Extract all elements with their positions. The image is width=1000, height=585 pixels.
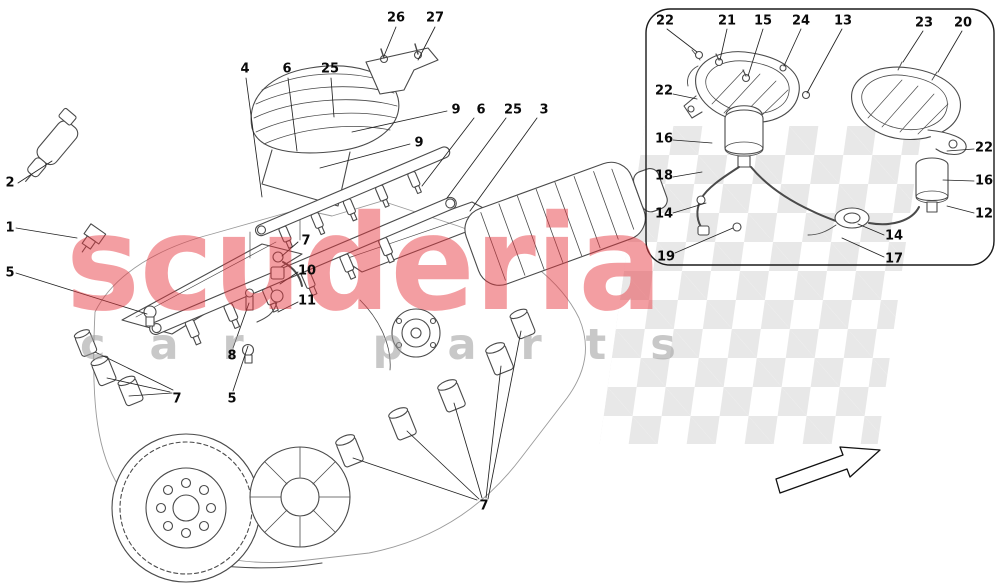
callout-6-4: 6 — [282, 61, 292, 77]
callout-14-35: 14 — [884, 228, 904, 244]
fuel-lines — [696, 166, 920, 236]
callout-1-1: 1 — [5, 220, 15, 236]
engine-sensors — [143, 288, 255, 364]
rubber-boots — [73, 308, 536, 468]
callout-27-7: 27 — [425, 10, 445, 26]
callout-22-27: 22 — [654, 83, 674, 99]
callout-16-33: 16 — [974, 173, 994, 189]
leader-lines — [15, 26, 975, 501]
callout-11-15: 11 — [297, 293, 317, 309]
callout-21-21: 21 — [717, 13, 737, 29]
callout-7-18: 7 — [172, 391, 182, 407]
heat-shield-left — [683, 49, 800, 124]
callout-14-30: 14 — [654, 206, 674, 222]
callout-23-25: 23 — [914, 15, 934, 31]
mounting-bracket — [365, 43, 439, 95]
clutch-housing — [249, 446, 351, 548]
ignition-coil — [25, 107, 79, 182]
callout-24-23: 24 — [791, 13, 811, 29]
fuel-rail-lower — [149, 196, 457, 346]
callout-25-10: 25 — [503, 102, 523, 118]
callout-16-28: 16 — [654, 131, 674, 147]
callout-25-5: 25 — [320, 61, 340, 77]
callout-6-9: 6 — [476, 102, 486, 118]
fuel-pump — [714, 53, 811, 168]
pressure-regulator — [807, 157, 949, 236]
callout-22-20: 22 — [655, 13, 675, 29]
callout-2-0: 2 — [5, 175, 15, 191]
callout-7-13: 7 — [301, 233, 311, 249]
inset-panel — [645, 8, 995, 266]
callout-18-29: 18 — [654, 168, 674, 184]
callout-13-24: 13 — [833, 13, 853, 29]
flywheel — [111, 433, 261, 583]
callout-3-11: 3 — [539, 102, 549, 118]
callout-4-3: 4 — [240, 61, 250, 77]
spark-plug — [81, 223, 107, 253]
callout-5-17: 5 — [227, 391, 237, 407]
callout-10-14: 10 — [297, 263, 317, 279]
callout-26-6: 26 — [386, 10, 406, 26]
callout-15-22: 15 — [753, 13, 773, 29]
callout-19-31: 19 — [656, 249, 676, 265]
gearbox — [464, 161, 668, 286]
direction-arrow — [775, 446, 881, 494]
heat-shield-right — [851, 61, 967, 156]
callout-9-8: 9 — [451, 102, 461, 118]
throttle-body — [391, 308, 441, 358]
callout-8-16: 8 — [227, 348, 237, 364]
callout-22-32: 22 — [974, 140, 994, 156]
callout-5-2: 5 — [5, 265, 15, 281]
callout-9-12: 9 — [414, 135, 424, 151]
callout-20-26: 20 — [953, 15, 973, 31]
fuel-hose-fittings — [256, 251, 303, 323]
callout-17-36: 17 — [884, 251, 904, 267]
callout-7-19: 7 — [479, 498, 489, 514]
callout-12-34: 12 — [974, 206, 994, 222]
